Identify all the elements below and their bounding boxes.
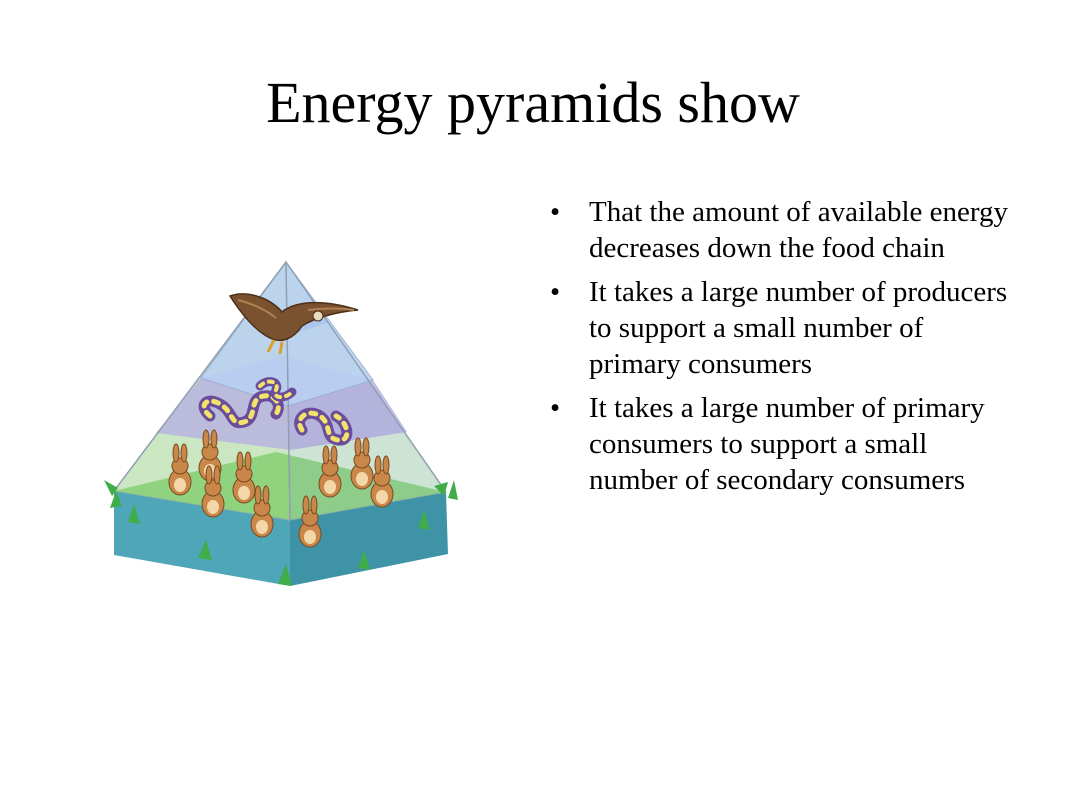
bullet-mark: • xyxy=(550,392,561,424)
bullet-item: • That the amount of available energy de… xyxy=(550,194,1020,266)
bullet-text: That the amount of available energy decr… xyxy=(589,196,1008,264)
bullet-mark: • xyxy=(550,276,561,308)
bullet-text: It takes a large number of producers to … xyxy=(589,276,1008,380)
grass-base-right xyxy=(290,492,448,586)
bullet-list: • That the amount of available energy de… xyxy=(550,194,1020,506)
energy-pyramid-illustration xyxy=(104,260,458,586)
rabbit-icon xyxy=(168,429,394,548)
eagle-icon xyxy=(228,293,359,355)
bullet-mark: • xyxy=(550,196,561,228)
tier-middle-front-right xyxy=(288,380,407,450)
bullet-text: It takes a large number of primary consu… xyxy=(589,392,985,496)
bullet-item: • It takes a large number of primary con… xyxy=(550,390,1020,498)
grass-tufts xyxy=(104,480,458,586)
grass-base-left xyxy=(114,491,290,586)
bullet-item: • It takes a large number of producers t… xyxy=(550,274,1020,382)
slide-title: Energy pyramids show xyxy=(266,70,800,135)
pyramid-edge-right xyxy=(285,261,447,493)
snake-icon xyxy=(198,377,353,446)
